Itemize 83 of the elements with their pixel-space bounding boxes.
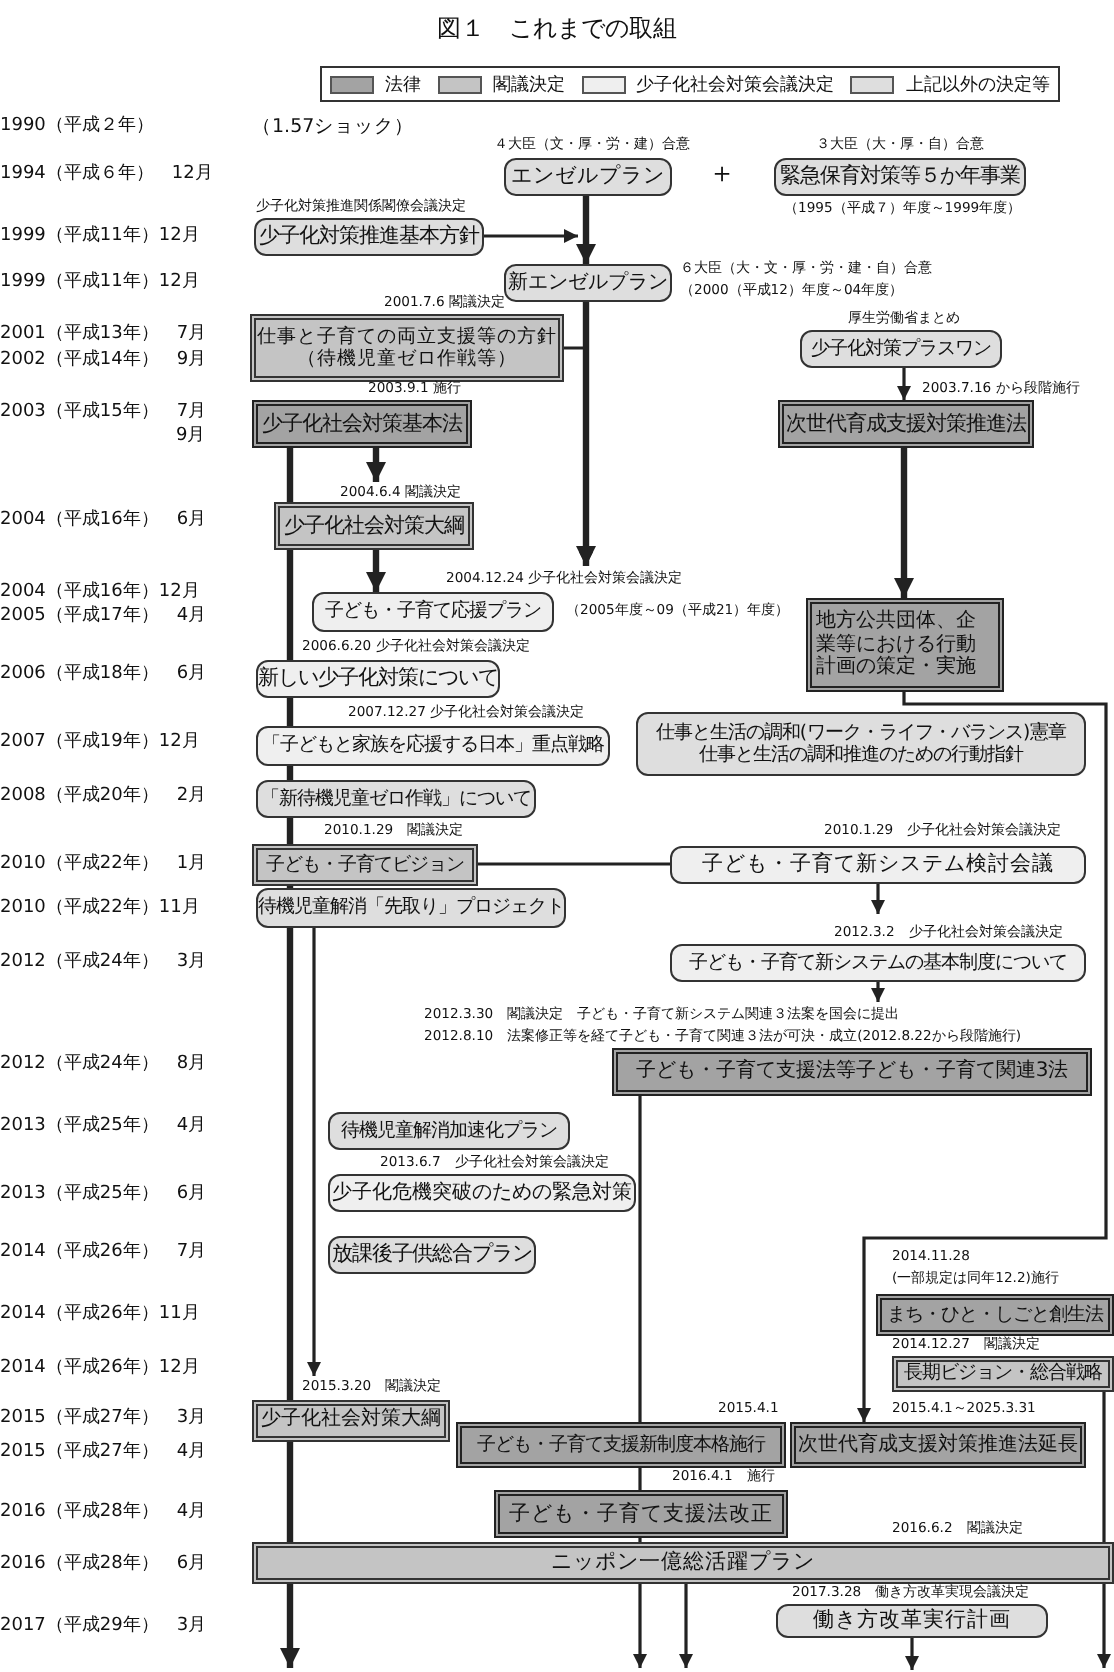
framed-box: ニッポン一億総活躍プラン [252, 1542, 1114, 1584]
year-label: 9月 [176, 428, 206, 446]
arrow [564, 346, 593, 566]
rounded-box: 子ども・子育て新システムの基本制度について [670, 944, 1086, 982]
framed-box: 少子化社会対策大綱 [274, 502, 474, 550]
connector-line [478, 862, 670, 866]
year-label: 1990（平成２年） [0, 118, 154, 136]
year-label: 1994（平成６年） 12月 [0, 166, 213, 184]
rounded-box: 働き方改革実行計画 [776, 1604, 1048, 1638]
arrow [905, 1638, 919, 1670]
framed-box: 子ども・子育て支援新制度本格施行 [456, 1422, 786, 1468]
framed-box: まち・ひと・しごと創生法 [876, 1294, 1114, 1336]
year-label: 2010（平成22年）11月 [0, 900, 200, 918]
rounded-box: 新エンゼルプラン [504, 264, 672, 302]
rounded-box: 緊急保育対策等５か年事業 [774, 158, 1026, 196]
framed-box: 子ども・子育てビジョン [252, 844, 478, 886]
legend-text: 閣議決定 [490, 73, 565, 97]
year-label: 2014（平成26年）12月 [0, 1360, 200, 1378]
arrow [857, 691, 1108, 1422]
rounded-box: 少子化対策プラスワン [800, 330, 1002, 368]
framed-box: 次世代育成支援対策推進法延長 [790, 1422, 1086, 1468]
box-text: 仕事と生活の調和(ワーク・ライフ・バランス)憲章 [655, 721, 1067, 744]
arrow [576, 302, 596, 566]
rounded-box: エンゼルプラン [504, 158, 672, 196]
arrow [576, 196, 596, 264]
rounded-box: 「新待機児童ゼロ作戦」について [256, 780, 536, 818]
rounded-box: 少子化対策推進基本方針 [254, 218, 484, 256]
year-label: 1999（平成11年）12月 [0, 228, 200, 246]
rounded-box: 新しい少子化対策について [256, 660, 500, 698]
rounded-box: 待機児童解消「先取り」プロジェクト [256, 888, 566, 928]
framed-box: 次世代育成支援対策推進法 [778, 400, 1034, 448]
plus-sign: ＋ [708, 160, 736, 188]
year-label: 2008（平成20年） 2月 [0, 788, 207, 806]
arrow [366, 550, 386, 592]
year-label: 2016（平成28年） 6月 [0, 1556, 207, 1574]
year-label: 2015（平成27年） 3月 [0, 1410, 207, 1428]
year-label: 2005（平成17年） 4月 [0, 608, 207, 626]
figure-title: 図１ これまでの取組 [435, 12, 679, 46]
arrow [366, 448, 386, 482]
year-label: 2004（平成16年）12月 [0, 584, 200, 602]
year-label: 2013（平成25年） 6月 [0, 1186, 207, 1204]
framed-box: 仕事と子育ての両立支援等の方針（待機児童ゼロ作戦等） [250, 314, 564, 382]
year-label: 2001（平成13年） 7月 [0, 326, 207, 344]
framed-box: 少子化社会対策大綱 [252, 1400, 450, 1442]
year-label: 2004（平成16年） 6月 [0, 512, 207, 530]
year-label: 1999（平成11年）12月 [0, 274, 200, 292]
year-label: 2006（平成18年） 6月 [0, 666, 207, 684]
rounded-box: 待機児童解消加速化プラン [328, 1112, 570, 1150]
arrow [894, 448, 914, 598]
arrow [871, 884, 885, 914]
rounded-box: 放課後子供総合プラン [328, 1236, 536, 1274]
rounded-box: 子ども・子育て新システム検討会議 [670, 846, 1086, 884]
event-label: （1.57ショック） [252, 118, 415, 137]
year-label: 2014（平成26年） 7月 [0, 1244, 207, 1262]
year-label: 2015（平成27年） 4月 [0, 1444, 207, 1462]
rounded-box [636, 712, 1086, 776]
arrow [484, 229, 578, 243]
arrow [679, 1584, 693, 1668]
rounded-box: 子ども・子育て応援プラン [312, 592, 554, 632]
year-label: 2002（平成14年） 9月 [0, 352, 207, 370]
legend-text: 上記以外の決定等 [903, 73, 1050, 97]
framed-box: 子ども・子育て支援法改正 [494, 1490, 788, 1538]
year-label: 2014（平成26年）11月 [0, 1306, 200, 1324]
year-label: 2013（平成25年） 4月 [0, 1118, 207, 1136]
year-label: 2012（平成24年） 3月 [0, 954, 207, 972]
year-label: 2016（平成28年） 4月 [0, 1504, 207, 1522]
legend-text: 法律 [383, 73, 422, 97]
year-label: 2003（平成15年） 7月 [0, 404, 207, 422]
framed-box: 長期ビジョン・総合戦略 [892, 1356, 1114, 1392]
year-label: 2012（平成24年） 8月 [0, 1056, 207, 1074]
framed-box: 地方公共団体、企業等における行動計画の策定・実施 [806, 598, 1004, 692]
arrow [897, 368, 911, 400]
legend-text: 少子化社会対策会議決定 [634, 73, 835, 97]
year-label: 2010（平成22年） 1月 [0, 856, 207, 874]
box-text: 仕事と生活の調和推進のための行動指針 [699, 744, 1023, 767]
arrow [307, 928, 321, 1376]
arrow [871, 982, 885, 1002]
framed-box: 子ども・子育て支援法等子ども・子育て関連3法 [612, 1048, 1092, 1096]
year-label: 2017（平成29年） 3月 [0, 1618, 207, 1636]
framed-box: 少子化社会対策基本法 [252, 400, 472, 448]
rounded-box: 少子化危機突破のための緊急対策 [328, 1174, 636, 1212]
year-label: 2007（平成19年）12月 [0, 734, 200, 752]
rounded-box: 「子どもと家族を応援する日本」重点戦略 [256, 726, 610, 766]
